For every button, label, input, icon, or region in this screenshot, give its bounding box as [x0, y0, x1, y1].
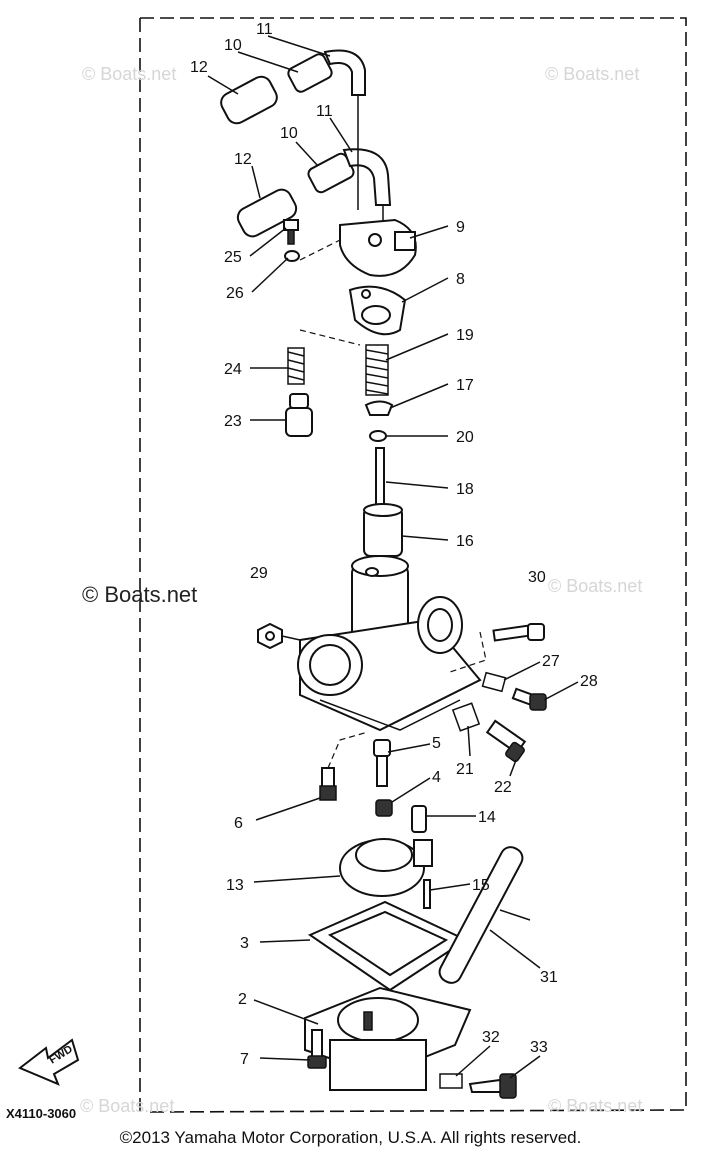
part-spring-27: [481, 671, 507, 693]
part-gasket-8: [348, 285, 407, 336]
callout-8: 8: [456, 271, 465, 288]
callout-14: 14: [478, 809, 496, 826]
callout-12-lower: 12: [234, 151, 252, 168]
part-clip-17: [364, 400, 394, 416]
callout-21: 21: [456, 761, 474, 778]
copyright-notice: ©2013 Yamaha Motor Corporation, U.S.A. A…: [119, 1128, 582, 1147]
callout-25: 25: [224, 249, 242, 266]
part-jet-14: [411, 805, 427, 833]
part-carburetor-body: [297, 555, 482, 732]
callout-32: 32: [482, 1029, 500, 1046]
part-screw-33: [468, 1073, 517, 1099]
part-bowl-2: [304, 986, 472, 1091]
diagram-code: X4110-3060: [6, 1106, 76, 1121]
callout-28: 28: [580, 673, 598, 690]
part-spring-24: [287, 347, 305, 385]
part-spring-21: [451, 702, 481, 732]
part-nut-29: [257, 622, 283, 650]
part-jet-4: [375, 799, 393, 817]
callout-18: 18: [456, 481, 474, 498]
part-screw-7: [307, 1029, 327, 1069]
part-screw-6: [319, 767, 337, 801]
callout-29: 29: [250, 565, 268, 582]
callout-22: 22: [494, 779, 512, 796]
callout-11-lower: 11: [316, 103, 333, 120]
fwd-arrow-icon: FWD: [18, 1038, 80, 1086]
watermark-middle-left: © Boats.net: [82, 582, 197, 607]
callout-10-upper: 10: [224, 37, 242, 54]
callout-17: 17: [456, 377, 474, 394]
dashed-frame: [139, 17, 687, 1113]
watermark-bottom-right: © Boats.net: [548, 1096, 642, 1116]
part-screw-28: [511, 687, 547, 711]
watermark-bottom-left: © Boats.net: [80, 1096, 174, 1116]
part-screw-22: [485, 719, 527, 763]
watermark-middle-right: © Boats.net: [548, 576, 642, 596]
part-spring-19: [365, 344, 389, 396]
part-spring-32: [439, 1073, 463, 1089]
part-top-cap: [339, 218, 417, 277]
callout-13: 13: [226, 877, 244, 894]
callout-6: 6: [234, 815, 243, 832]
callout-24: 24: [224, 361, 242, 378]
part-screw-30: [492, 623, 545, 642]
callout-30: 30: [528, 569, 546, 586]
callout-33: 33: [530, 1039, 548, 1056]
part-screw-23: [285, 393, 313, 437]
callout-26: 26: [226, 285, 244, 302]
callout-11-upper: 11: [256, 21, 273, 38]
part-jet-5: [373, 739, 391, 787]
callout-2: 2: [238, 991, 247, 1008]
part-gasket-3: [307, 900, 469, 992]
callout-9: 9: [456, 219, 465, 236]
part-tube-31: [438, 846, 531, 984]
callout-23: 23: [224, 413, 242, 430]
callout-10-lower: 10: [280, 125, 298, 142]
part-fitting-upper: [220, 49, 366, 125]
callout-5: 5: [432, 735, 441, 752]
part-screw-25: [283, 219, 299, 245]
part-pin-15: [423, 879, 431, 909]
watermark-top-left: © Boats.net: [82, 64, 176, 84]
callout-7: 7: [240, 1051, 249, 1068]
callouts: 11 10 12 11 10 12 9 25 26 8 19 24 17 23 …: [190, 21, 598, 1068]
leader-lines: [207, 35, 579, 1079]
callout-16: 16: [456, 533, 474, 550]
callout-15: 15: [472, 877, 490, 894]
part-slide-16: [363, 503, 403, 557]
part-fitting-lower: [236, 148, 392, 238]
watermark-top-right: © Boats.net: [545, 64, 639, 84]
callout-4: 4: [432, 769, 441, 786]
part-float-13: [339, 838, 433, 897]
callout-27: 27: [542, 653, 560, 670]
callout-12-upper: 12: [190, 59, 208, 76]
part-ring-20: [369, 430, 387, 442]
callout-31: 31: [540, 969, 558, 986]
callout-20: 20: [456, 429, 474, 446]
callout-19: 19: [456, 327, 474, 344]
callout-3: 3: [240, 935, 249, 952]
part-washer-26: [284, 250, 300, 262]
